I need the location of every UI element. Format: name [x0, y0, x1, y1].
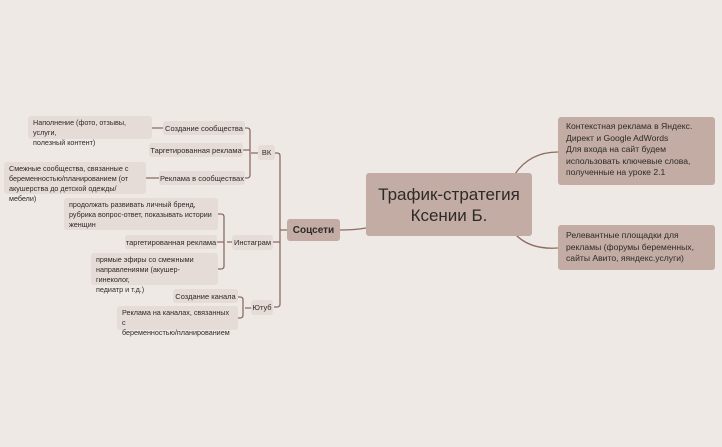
socials-bracket	[273, 152, 287, 308]
youtube-bracket	[238, 296, 251, 319]
vk-content-detail[interactable]: Наполнение (фото, отзывы, услуги, полезн…	[28, 116, 152, 147]
youtube-channel-ads[interactable]: Реклама на каналах, связанных с беременн…	[117, 306, 238, 337]
insta-live-streams[interactable]: прямые эфиры со смежными направлениями (…	[91, 253, 218, 294]
central-topic[interactable]: Трафик-стратегия Ксении Б.	[366, 173, 532, 236]
youtube-create-channel[interactable]: Создание канала	[173, 289, 238, 303]
topic-vk[interactable]: ВК	[258, 145, 275, 160]
link-central-right2	[514, 233, 559, 249]
topic-instagram[interactable]: Инстаграм	[232, 235, 273, 250]
vk-create-community[interactable]: Создание сообщества	[163, 121, 245, 135]
topic-socials[interactable]: Соцсети	[287, 219, 340, 241]
vk-bracket	[243, 127, 258, 179]
link-central-right1	[514, 151, 559, 175]
vk-related-communities-detail[interactable]: Смежные сообщества, связанные с беременн…	[4, 162, 146, 203]
vk-detail-links	[146, 127, 163, 179]
insta-targeted-ads[interactable]: таргетированная реклама	[125, 235, 217, 249]
topic-youtube[interactable]: Ютуб	[251, 300, 273, 315]
vk-community-ads[interactable]: Реклама в сообществах	[159, 171, 245, 185]
insta-personal-brand[interactable]: продолжать развивать личный бренд, рубри…	[64, 198, 218, 230]
topic-relevant-platforms[interactable]: Релевантные площадки для рекламы (форумы…	[558, 225, 715, 270]
link-central-socials	[339, 227, 367, 231]
vk-targeted-ads[interactable]: Таргетированная реклама	[149, 143, 243, 157]
insta-bracket	[217, 213, 232, 270]
topic-context-ads[interactable]: Контекстная реклама в Яндекс. Директ и G…	[558, 117, 715, 185]
